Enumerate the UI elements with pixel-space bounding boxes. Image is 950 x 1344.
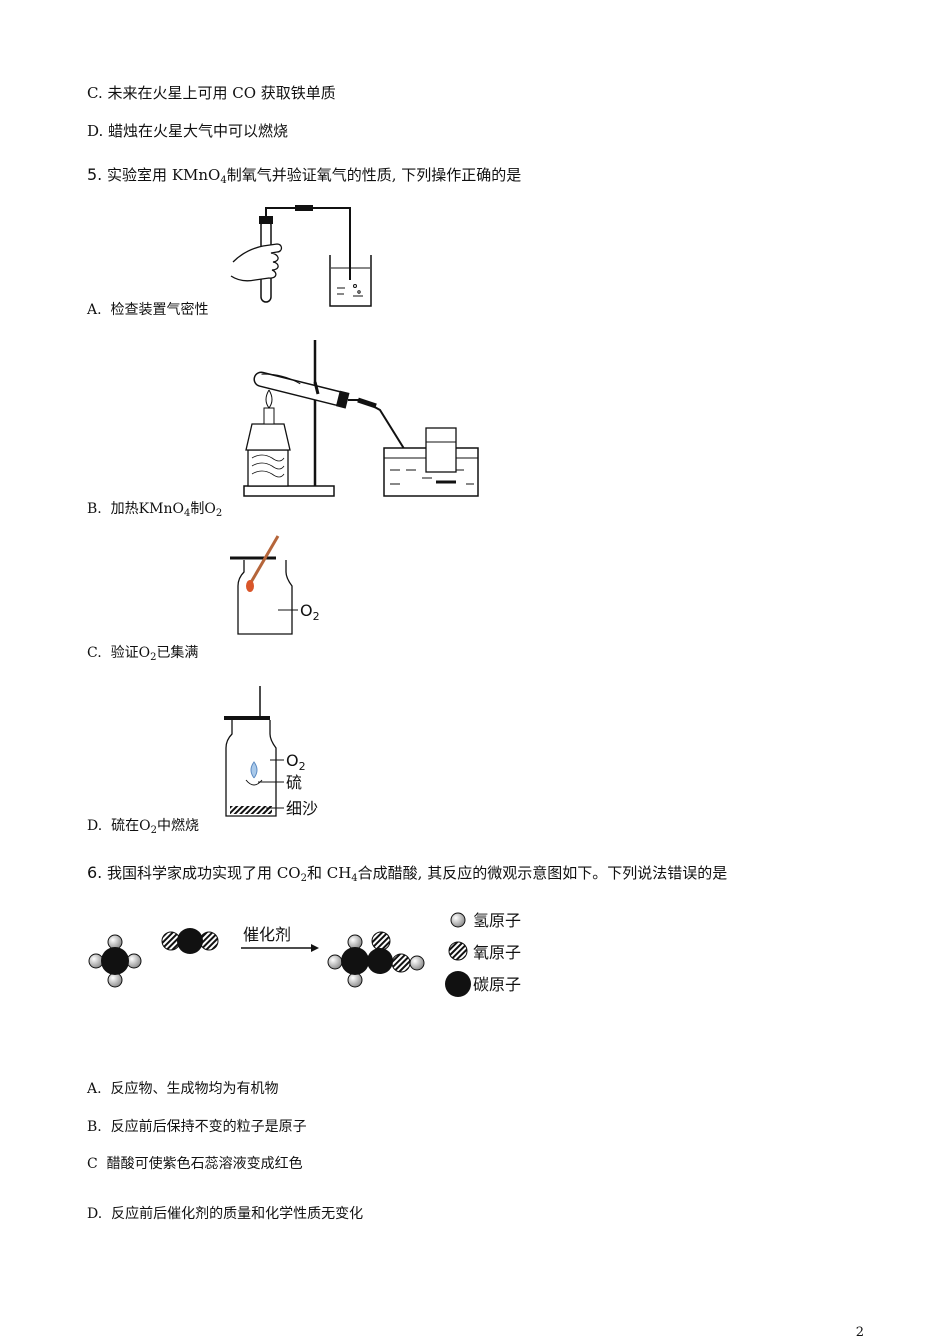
q6-option-d: D. 反应前后催化剂的质量和化学性质无变化 [87,1206,364,1222]
methane-molecule [88,934,142,988]
q5-option-c: C. 验证O2已集满 [87,645,199,663]
legend-carbon-swatch [445,971,471,997]
figure-verify-o2-full: O2 [230,535,320,635]
fig-c-o2-label: O2 [300,601,320,623]
q5-option-d: D. 硫在O2中燃烧 [87,818,199,836]
page-number: 2 [855,1325,864,1340]
fig-d-sulfur-label: 硫 [286,773,302,792]
figure-airtightness-check [230,205,372,307]
legend-hydrogen-swatch [450,912,466,928]
q6-number: 6. [87,863,103,882]
q6-option-c: C 醋酸可使紫色石蕊溶液变成红色 [87,1156,303,1172]
legend-oxygen-swatch [448,941,468,961]
reaction-diagram: 催化剂 氢原子 氧原子 碳原子 [88,911,521,997]
legend-hydrogen: 氢原子 [473,911,521,930]
figure-sulfur-burning: O2 硫 细沙 [224,686,318,818]
q5-stem: 5. 实验室用 KMnO4制氧气并验证氧气的性质, 下列操作正确的是 [87,165,522,186]
legend-carbon: 碳原子 [473,975,521,994]
q5-option-b: B. 加热KMnO4制O2 [87,501,223,519]
q6-option-a: A. 反应物、生成物均为有机物 [87,1081,279,1097]
q5-number: 5. [87,165,103,184]
q5-option-a: A. 检查装置气密性 [87,302,209,318]
carbon-dioxide-molecule [161,928,219,954]
acetic-acid-molecule [327,931,425,988]
q4-option-c: C. 未来在火星上可用 CO 获取铁单质 [87,84,336,102]
q6-stem: 6. 我国科学家成功实现了用 CO2和 CH4合成醋酸, 其反应的微观示意图如下… [87,863,728,884]
fig-d-o2-label: O2 [286,751,306,773]
catalyst-label: 催化剂 [243,925,291,944]
legend-oxygen: 氧原子 [473,943,521,962]
q4-option-d: D. 蜡烛在火星大气中可以燃烧 [87,122,289,140]
fig-d-sand-label: 细沙 [286,799,318,818]
figure-heating-apparatus [243,340,479,497]
q6-option-b: B. 反应前后保持不变的粒子是原子 [87,1119,307,1135]
